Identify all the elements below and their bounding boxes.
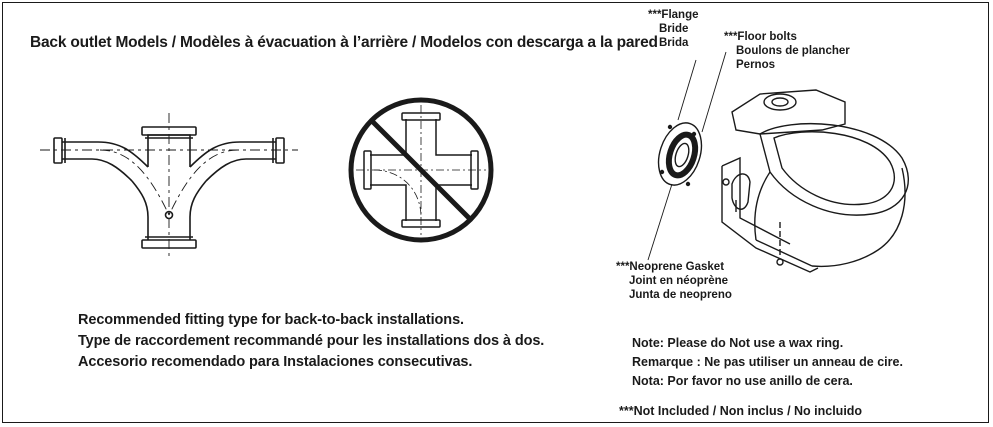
gasket-label-en: ***Neoprene Gasket: [616, 261, 725, 273]
caption-line-es: Accesorio recomendado para Instalaciones…: [78, 354, 473, 370]
gasket-label: ***Neoprene Gasket Joint en néoprène Jun…: [616, 260, 732, 302]
flange-label-fr: Bride: [659, 23, 689, 35]
flange-label: ***Flange Bride Brida: [648, 8, 699, 50]
floor-bolts-label-es: Pernos: [736, 59, 775, 71]
gasket-label-es: Junta de neopreno: [629, 289, 732, 301]
flange-label-es: Brida: [659, 37, 689, 49]
note-line-es: Nota: Por favor no use anillo de cera.: [632, 374, 853, 388]
note-line-en: Note: Please do Not use a wax ring.: [632, 336, 844, 350]
caption-line-en: Recommended fitting type for back-to-bac…: [78, 312, 464, 328]
flange-label-en: ***Flange: [648, 9, 699, 21]
wax-ring-note: Note: Please do Not use a wax ring. Rema…: [632, 334, 903, 391]
diagram-frame: [2, 2, 989, 423]
not-included-note: ***Not Included / Non inclus / No inclui…: [619, 404, 863, 418]
toilet-bowl-icon: [647, 51, 909, 273]
gasket-label-fr: Joint en néoprène: [629, 275, 729, 287]
note-line-fr: Remarque : Ne pas utiliser un anneau de …: [632, 355, 903, 369]
floor-bolts-label: ***Floor bolts Boulons de plancher Perno…: [724, 30, 850, 72]
page-title: Back outlet Models / Modèles à évacuatio…: [30, 34, 658, 51]
double-wye-fitting-icon: [40, 113, 298, 260]
caption-line-fr: Type de raccordement recommandé pour les…: [78, 333, 545, 349]
fitting-caption: Recommended fitting type for back-to-bac…: [78, 310, 544, 373]
prohibited-cross-fitting-icon: [348, 97, 494, 243]
floor-bolts-label-fr: Boulons de plancher: [736, 45, 850, 57]
floor-bolts-label-en: ***Floor bolts: [724, 31, 797, 43]
